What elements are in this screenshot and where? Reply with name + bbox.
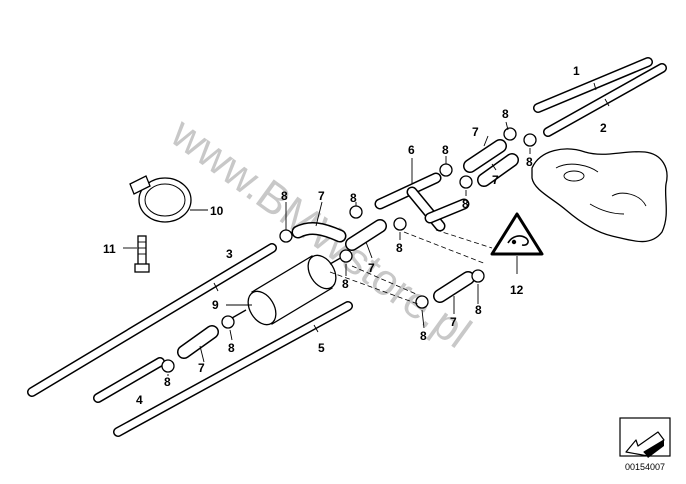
callout-labels: 1 2 3 4 5 6 7 7 7 7 7 7 8 8 8 8 8 8 8 8 … [103, 64, 607, 407]
callout-8-d: 8 [462, 197, 469, 211]
callout-11: 11 [103, 242, 116, 256]
callout-8-a: 8 [502, 107, 509, 121]
callout-8-j: 8 [475, 303, 482, 317]
callout-6: 6 [408, 143, 415, 157]
hose-pieces-7 [177, 135, 519, 363]
callout-5: 5 [318, 341, 325, 355]
navigation-arrow-icon[interactable] [619, 417, 671, 458]
fuel-tank-icon [531, 148, 668, 243]
clamps-8 [161, 121, 537, 376]
callout-12: 12 [510, 283, 524, 297]
hose-clamp-10 [129, 175, 208, 223]
callout-10: 10 [210, 204, 224, 218]
fuel-filter-9 [226, 254, 345, 326]
callout-8-l: 8 [164, 375, 171, 389]
callout-8-g: 8 [281, 189, 288, 203]
callout-9: 9 [212, 298, 219, 312]
callout-3: 3 [226, 247, 233, 261]
callout-4: 4 [136, 393, 143, 407]
fuel-line-3 [27, 243, 277, 397]
assembly-dashed-lines [329, 229, 493, 305]
callout-8-e: 8 [350, 191, 357, 205]
fuel-line-1 [533, 57, 653, 113]
callout-7-d: 7 [368, 261, 375, 275]
callout-8-k: 8 [228, 341, 235, 355]
warning-triangle-icon [490, 212, 544, 274]
callout-1: 1 [573, 64, 580, 78]
callout-7-f: 7 [198, 361, 205, 375]
callout-7-e: 7 [450, 315, 457, 329]
callout-8-i: 8 [420, 329, 427, 343]
callout-7-c: 7 [318, 189, 325, 203]
callout-8-h: 8 [342, 277, 349, 291]
callout-8-b: 8 [526, 155, 533, 169]
fuel-line-5 [113, 301, 353, 437]
callout-8-f: 8 [396, 241, 403, 255]
callout-2: 2 [600, 121, 607, 135]
screw-11 [123, 235, 150, 273]
document-number: 00154007 [625, 462, 665, 472]
t-connector-6 [374, 158, 470, 232]
callout-7-a: 7 [472, 125, 479, 139]
callout-7-b: 7 [492, 173, 499, 187]
callout-8-c: 8 [442, 143, 449, 157]
fuel-line-2 [543, 63, 667, 137]
fuel-line-4 [93, 357, 165, 403]
